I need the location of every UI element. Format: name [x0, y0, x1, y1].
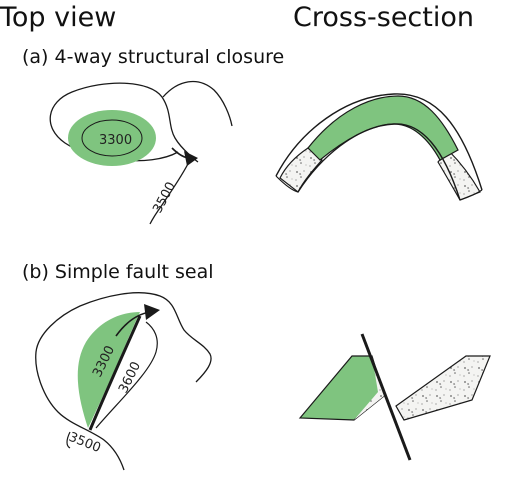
- section-a-cross-section: [275, 93, 483, 201]
- contour-outer-line-b: [35, 292, 212, 471]
- fault-left-bed: [298, 355, 385, 421]
- fault-right-bed: [395, 355, 491, 421]
- anticline-top-line: [275, 93, 483, 191]
- contour-label-3500-b: 3500: [67, 430, 103, 456]
- fault-green-area: [77, 312, 140, 428]
- contour-3500-line-b: [66, 431, 71, 449]
- section-b-label: (b) Simple fault seal: [22, 261, 214, 283]
- top-view-heading: Top view: [0, 2, 117, 33]
- contour-3500-line: [149, 159, 191, 225]
- anticline-base-line: [297, 123, 461, 201]
- section-b-cross-section: [298, 333, 491, 461]
- closure-arrowhead: [184, 151, 198, 166]
- cross-section-heading: Cross-section: [293, 2, 474, 33]
- fault-arrowhead: [144, 304, 160, 320]
- contour-3300-line: [81, 119, 143, 157]
- anticline-left-cap: [275, 175, 299, 193]
- fault-plane-line: [360, 333, 412, 461]
- contour-outer-tail: [162, 80, 233, 127]
- anticline-right-cap: [459, 189, 483, 201]
- contour-label-3300: 3300: [99, 133, 132, 148]
- anticline-green-reservoir: [307, 95, 459, 161]
- fault-trace-line: [88, 315, 142, 431]
- contour-3600-line: [95, 321, 158, 429]
- section-a-top-view: 3300 3500: [49, 80, 233, 225]
- contour-label-3500: 3500: [150, 180, 179, 216]
- closure-green-area: [68, 110, 156, 166]
- section-b-top-view: 3300 3600 3500: [35, 292, 212, 471]
- section-a-label: (a) 4-way structural closure: [22, 46, 285, 68]
